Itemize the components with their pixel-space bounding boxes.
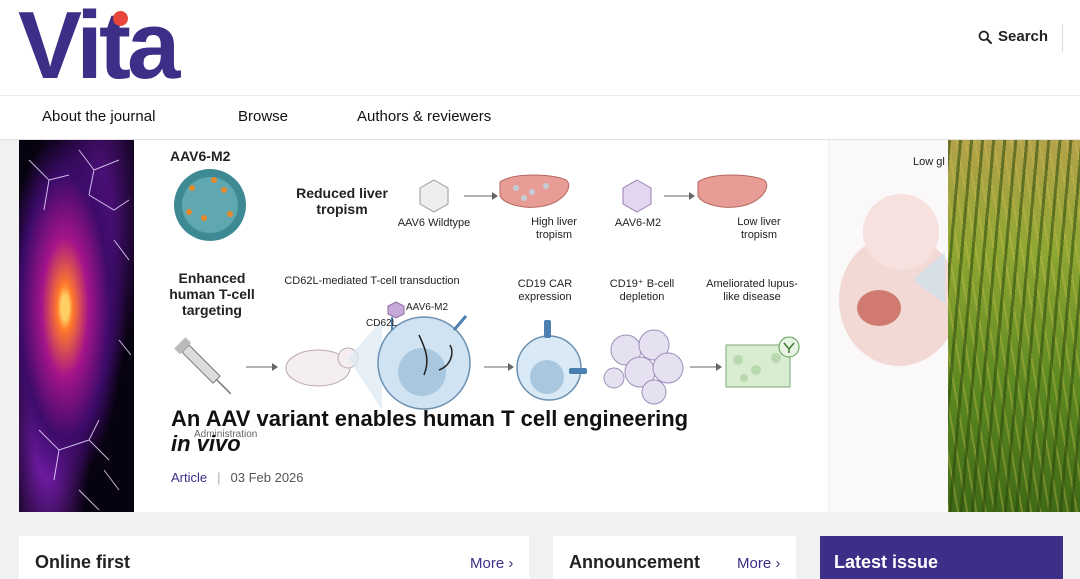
carousel-slide-previous[interactable]: [19, 140, 134, 512]
site-header: Vita Search: [0, 0, 1080, 96]
meta-separator: |: [217, 470, 221, 485]
figure-row1-title: Reduced liver tropism: [296, 185, 388, 218]
neuron-image: [28, 149, 132, 511]
featured-carousel[interactable]: AAV6-M2 Reduced liver tropism AAV6 Wildt…: [0, 140, 1080, 512]
next-slide-partial-label: Low gl: [913, 156, 945, 168]
vita-logo[interactable]: Vita: [18, 0, 218, 94]
featured-article-title[interactable]: An AAV variant enables human T cell engi…: [171, 406, 689, 456]
carousel-slide-next-1[interactable]: Low gl: [828, 140, 959, 512]
announcement-title: Announcement: [569, 552, 701, 572]
header-divider: [1062, 24, 1063, 52]
latest-issue-panel[interactable]: Latest issue: [820, 536, 1063, 579]
logo-dot: [113, 11, 128, 26]
carousel-slide-next-2[interactable]: [948, 140, 1080, 512]
figure-cd19-car-label: CD19 CAR expression: [517, 278, 573, 303]
search-icon: [978, 30, 992, 44]
announcement-panel: Announcement More ›: [553, 536, 796, 579]
figure-admin-label: Administration: [194, 429, 258, 440]
nav-authors-reviewers[interactable]: Authors & reviewers: [357, 108, 492, 125]
figure-bcell-depletion-label: CD19⁺ B-cell depletion: [609, 278, 675, 303]
figure-virus-tag: AAV6-M2: [406, 302, 449, 313]
figure-transduction-label: CD62L-mediated T-cell transduction: [284, 275, 460, 287]
search-button[interactable]: Search: [978, 28, 1048, 45]
next-slide-dashed-line: [1009, 140, 1016, 143]
announcement-more-link[interactable]: More ›: [737, 555, 780, 572]
nav-browse[interactable]: Browse: [238, 108, 289, 125]
figure-m2-label: AAV6-M2: [614, 217, 662, 229]
online-first-title: Online first: [35, 552, 131, 572]
online-first-panel: Online first More ›: [19, 536, 529, 579]
figure-wildtype-label: AAV6 Wildtype: [397, 217, 471, 229]
nav-about-journal[interactable]: About the journal: [42, 108, 156, 125]
featured-article-meta: Article | 03 Feb 2026: [171, 470, 304, 485]
announcement-more-label: More: [737, 555, 772, 572]
article-type-link[interactable]: Article: [171, 470, 208, 485]
carousel-slide-active[interactable]: AAV6-M2 Reduced liver tropism AAV6 Wildt…: [134, 140, 828, 512]
figure-lupus-label: Ameliorated lupus-like disease: [706, 278, 798, 303]
figure-variant-label: AAV6-M2: [170, 148, 231, 164]
online-first-more-link[interactable]: More ›: [470, 555, 513, 572]
chevron-right-icon: ›: [508, 555, 514, 572]
featured-title-main: An AAV variant enables human T cell engi…: [171, 406, 689, 431]
featured-title-italic: in vivo: [171, 430, 241, 456]
logo-wordmark: Vita: [18, 0, 180, 99]
latest-issue-title: Latest issue: [834, 552, 939, 572]
figure-low-liver-label: Low liver tropism: [737, 216, 781, 241]
figure-row2-title: Enhanced human T-cell targeting: [169, 270, 255, 319]
figure-high-liver-label: High liver tropism: [531, 216, 577, 241]
search-label: Search: [998, 28, 1049, 45]
online-first-more-label: More: [470, 555, 505, 572]
article-date: 03 Feb 2026: [230, 470, 304, 485]
main-nav: About the journal Browse Authors & revie…: [0, 96, 1080, 140]
figure-cd62l-tag: CD62L: [366, 318, 398, 329]
graphical-abstract: [174, 169, 800, 410]
fetus-illustration: [839, 194, 959, 366]
chevron-right-icon: ›: [775, 555, 781, 572]
